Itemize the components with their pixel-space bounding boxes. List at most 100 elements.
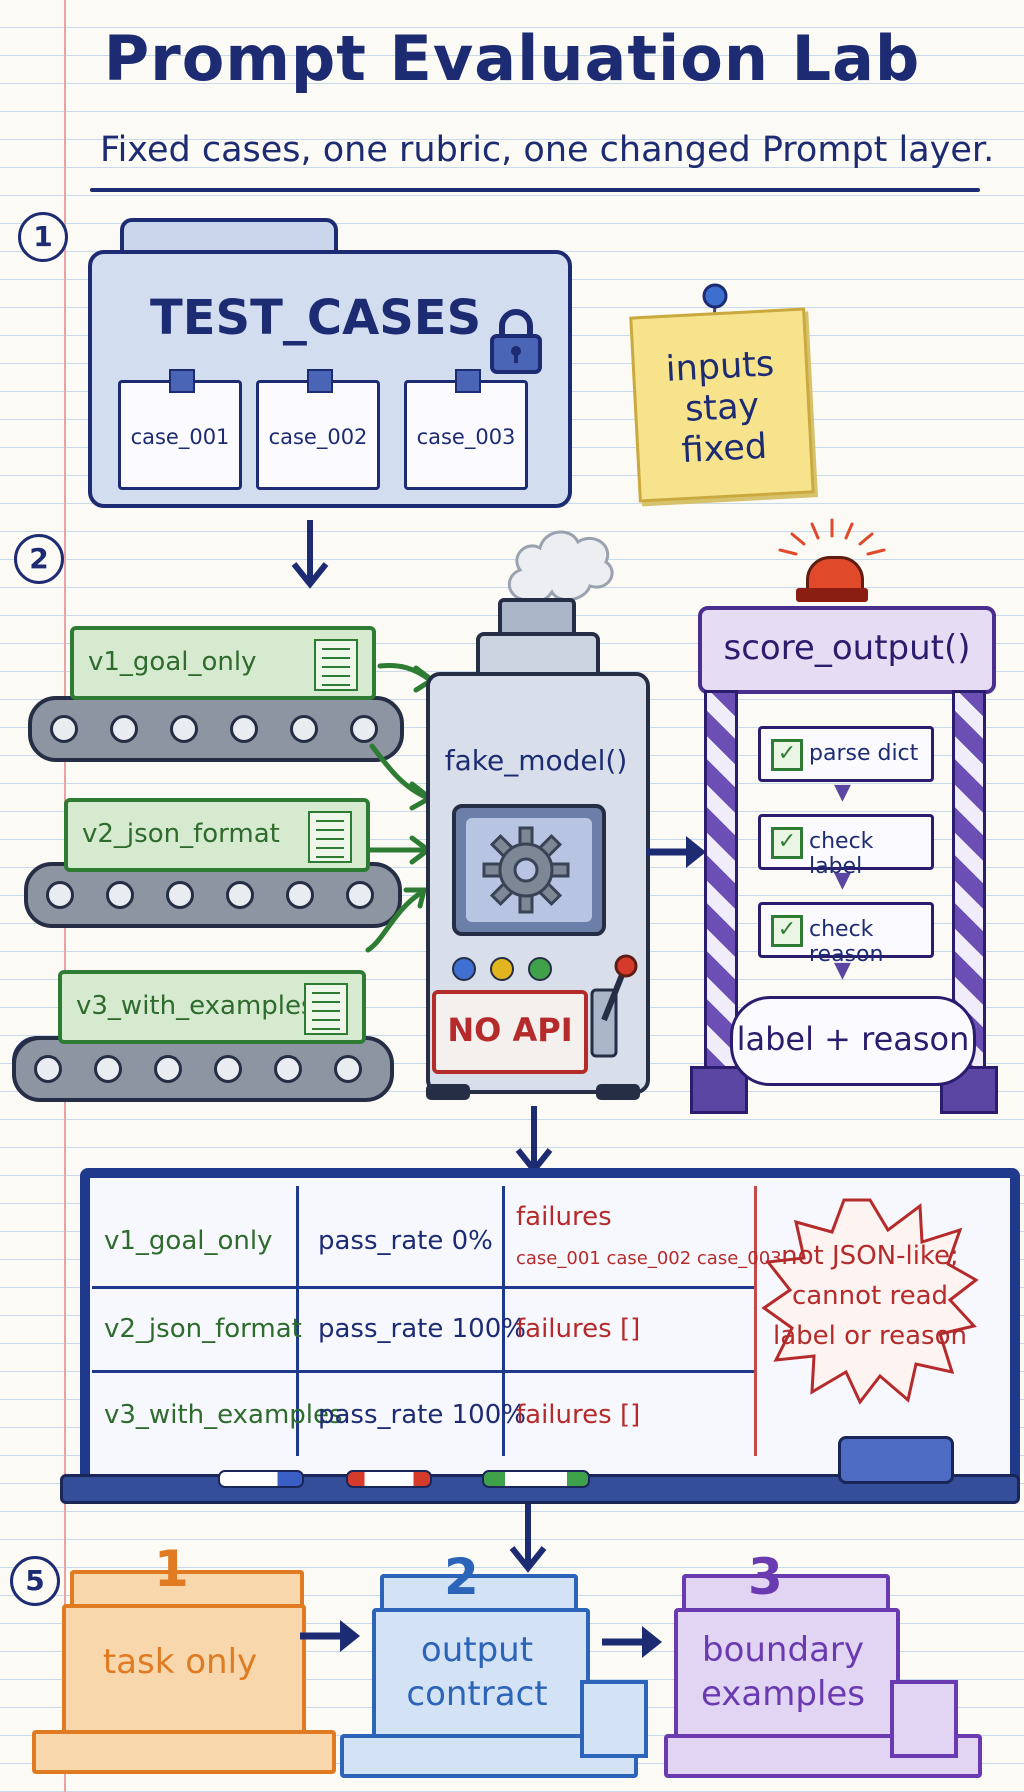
roller [34,1055,62,1083]
prompt-version-box: v1_goal_only [70,626,376,700]
layer-block [62,1604,306,1742]
roller [166,881,194,909]
title-underline [90,188,980,192]
case-card: case_003 [404,369,528,490]
checkbox-checked-icon: ✓ [771,739,803,771]
table-cell-prompt: v2_json_format [104,1314,302,1344]
page-title: Prompt Evaluation Lab [103,22,921,95]
document-icon [314,639,358,691]
test-cases-label: TEST_CASES [150,290,482,346]
scorer-label: score_output() [698,606,996,694]
layer-number: 2 [444,1548,479,1606]
table-divider [502,1186,505,1456]
pass-rate-value: 0% [451,1226,493,1256]
roller [226,881,254,909]
layer-label: task only [62,1640,298,1684]
failures-value: [] [619,1314,641,1344]
table-cell-prompt: v1_goal_only [104,1226,273,1256]
failures-label: failures [516,1314,612,1344]
failure-note-line: cannot read [791,1281,949,1311]
alarm-rays-icon [778,518,886,556]
right-arrow-icon [646,836,706,868]
sticky-note: inputs stay fixed [629,307,815,503]
rubric-check-label: check label [809,829,874,879]
failure-note-line: not JSON-like; [781,1241,959,1271]
roller [170,715,198,743]
layer-block [372,1608,590,1746]
steam-icon [508,530,614,604]
roller [94,1055,122,1083]
layer-number: 3 [748,1548,783,1606]
table-divider [92,1370,754,1373]
conveyor-belt [12,1036,394,1102]
case-label: case_003 [416,425,516,449]
no-api-badge: NO API [432,990,588,1074]
small-down-arrow-icon: ▼ [834,780,851,805]
roller [154,1055,182,1083]
gear-icon [482,826,570,914]
rubric-check: ✓ check reason [758,902,934,967]
red-marker-icon [346,1470,432,1488]
roller [50,715,78,743]
checkbox-checked-icon: ✓ [771,827,803,859]
rubric-check: ✓ parse dict [758,726,934,782]
failure-note-line: label or reason [773,1321,967,1351]
machine-foot [426,1084,470,1100]
layer-label-line: output [420,1630,534,1670]
roller [230,715,258,743]
failure-note: not JSON-like; cannot read label or reas… [764,1236,976,1356]
case-card: case_001 [118,369,242,490]
alarm-light-base [796,588,868,602]
starburst-callout-icon [761,1198,979,1405]
prompt-version-box: v3_with_examples [58,970,366,1044]
small-down-arrow-icon: ▼ [834,868,851,893]
document-icon [304,983,348,1035]
sticky-note-line: fixed [680,426,769,472]
table-cell-failures: case_001 case_002 case_003 [516,1248,782,1269]
layer-label-line: contract [406,1674,548,1714]
down-arrow-icon [291,520,329,589]
page-subtitle: Fixed cases, one rubric, one changed Pro… [100,130,995,170]
pass-rate-label: pass_rate [318,1314,444,1344]
prompt-version-label: v3_with_examples [76,991,315,1021]
down-arrow-icon [509,1504,547,1573]
rubric-check-label: check reason [809,917,884,967]
layer-label: output contract [372,1628,582,1716]
clip-icon [307,369,333,393]
right-arrow-icon [602,1626,662,1658]
lock-icon [490,309,542,374]
indicator-light [528,957,552,981]
indicator-light [452,957,476,981]
step-number-2: 2 [14,534,64,584]
layer-label-line: boundary [702,1630,864,1670]
scorer-result: label + reason [730,996,976,1086]
rubric-check: ✓ check label [758,814,934,879]
table-divider [296,1186,299,1456]
failures-value: [] [619,1400,641,1430]
roller [106,881,134,909]
table-cell-pass-rate: pass_rate 100% [318,1400,526,1430]
table-divider [92,1286,754,1289]
table-cell-failures: failures [] [516,1400,640,1430]
document-icon [308,811,352,863]
table-cell-failures-label: failures [516,1202,612,1232]
pass-rate-value: 100% [451,1400,526,1430]
lever-icon [590,954,638,1058]
layer-block-base [664,1734,982,1778]
layer-label: boundary examples [674,1628,892,1716]
layer-label-line: task only [102,1642,258,1682]
green-marker-icon [482,1470,590,1488]
roller [274,1055,302,1083]
failures-label: failures [516,1400,612,1430]
gate-pillar [704,690,738,1076]
roller [214,1055,242,1083]
table-cell-prompt: v3_with_examples [104,1400,343,1430]
gate-pillar-base [690,1066,748,1114]
roller [110,715,138,743]
clip-icon [169,369,195,393]
eraser-icon [838,1436,954,1484]
feed-arrows-icon [365,663,437,953]
rubric-check-label: parse dict [809,741,919,766]
conveyor-belt [24,862,402,928]
roller [286,881,314,909]
